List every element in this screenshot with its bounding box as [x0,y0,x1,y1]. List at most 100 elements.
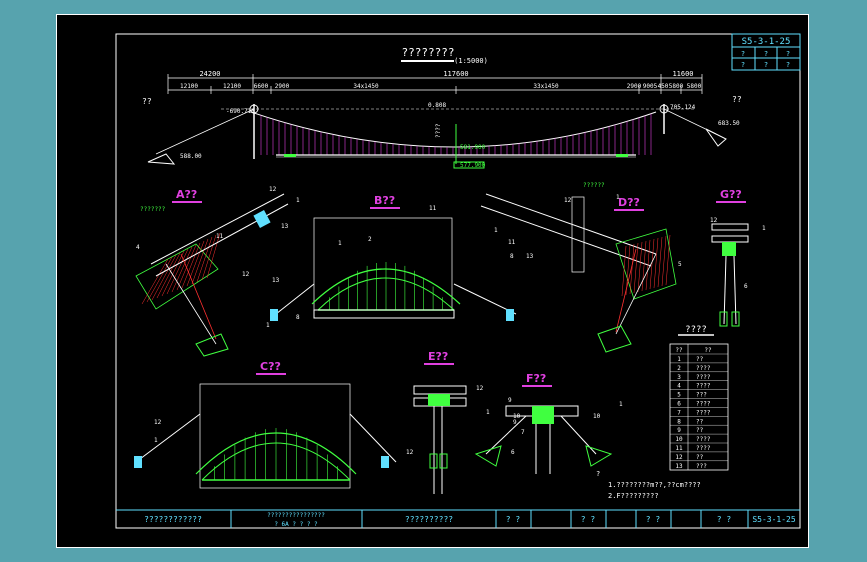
detail-b-title: B?? [374,194,395,207]
left-tag: ?? [142,97,152,106]
detail-a-title: A?? [176,188,197,201]
callout-number: 12 [269,186,277,193]
mid-note: ???? [435,123,442,138]
callout-number: 4 [136,244,140,251]
drawing-title: ???????? [402,46,455,59]
callout-number: 1 [494,227,498,234]
legend-table: ???? ?? ?? 1??2????3????4????5???6????7?… [669,325,729,471]
dim-sub: 5800 [669,83,684,90]
callout-number: 12 [476,385,484,392]
stamp-cell: ? [786,61,790,69]
stamp-cell: ? [741,61,745,69]
callout-number: 12 [564,197,572,204]
callout-number: 10 [593,413,601,420]
titleblock-cell: ???????????? [144,515,202,524]
callout-number: 13 [526,253,534,260]
callout-number: 1 [619,401,623,408]
callout-number: 9 [513,419,517,426]
right-tag: ?? [732,95,742,104]
callout-number: 6 [744,283,748,290]
dimension-lines [167,74,703,94]
dim-sub: 12100 [180,83,198,90]
legend-row-name: ???? [696,374,711,381]
legend-row-name: ???? [696,383,711,390]
legend-row-name: ?? [696,427,704,434]
detail-d [480,193,677,353]
dim-sub: 2900 [627,83,642,90]
titleblock-cell: ? ? [506,515,521,524]
callout-number: 11 [216,233,224,240]
stamp-cell: ? [741,50,745,58]
callout-number: 13 [272,277,280,284]
callout-number: 7 [521,429,525,436]
dim-sub: 6600 [254,83,269,90]
callout-number: 1 [338,240,342,247]
outer-frame [56,14,809,548]
legend-row-name: ???? [696,365,711,372]
legend-row-name: ???? [696,445,711,452]
titleblock-cell: ? ? [646,515,661,524]
legend-header: ?? [704,347,712,354]
legend-row-name: ???? [696,401,711,408]
callout-number: 13 [281,223,289,230]
dim-sub: 34x1450 [353,83,379,90]
elev-low1: 581.900 [460,144,486,151]
callout-number: 12 [242,271,250,278]
detail-e [413,385,467,494]
detail-g [711,223,749,327]
legend-row-no: 10 [675,436,683,443]
detail-g-title: G?? [720,188,742,201]
callout-number: 1 [296,197,300,204]
stamp-cell: ? [764,61,768,69]
callout-number: 5 [678,261,682,268]
elev-left: -690.710 [226,108,255,115]
detail-a-note: ??????? [140,206,166,213]
titleblock-cell: ? ? [717,515,732,524]
detail-a [135,193,289,357]
detail-e-title: E?? [428,350,448,363]
legend-row-no: 8 [677,418,681,425]
legend-row-no: 12 [675,454,683,461]
legend-row-name: ?? [696,418,704,425]
legend-row-name: ??? [696,392,707,399]
titleblock-code: S5-3-1-25 [752,515,796,524]
notes-line: 1.????????m??,??cm???? [608,481,701,489]
titleblock-cell: ? ? [581,515,596,524]
legend-row-no: 11 [675,445,683,452]
callout-number: 1 [154,437,158,444]
titleblock-cell: ?????????? [405,515,453,524]
detail-d-title: D?? [618,196,640,209]
callout-number: 12 [406,449,414,456]
callout-number: 1 [616,194,620,201]
legend-row-name: ?? [696,454,704,461]
dim-sub: 5800 [687,83,702,90]
callout-number: 10 [513,413,521,420]
legend-row-name: ???? [696,436,711,443]
legend-row-no: 7 [677,409,681,416]
legend-row-no: 5 [677,392,681,399]
callout-number: 2 [368,236,372,243]
detail-d-note: ?????? [583,182,605,189]
elev-right-base: 683.50 [718,120,740,127]
callout-number: 1 [762,225,766,232]
dim-sub: 450 [658,83,669,90]
callout-number: 11 [429,205,437,212]
stamp-cell: ? [786,50,790,58]
elev-low2: 577.900 [460,162,486,169]
legend-row-no: 1 [677,356,681,363]
detail-c [134,383,397,489]
dim-sub: 9005 [643,83,658,90]
legend-row-name: ?? [696,356,704,363]
callout-number: 8 [510,253,514,260]
callout-number: 9 [508,397,512,404]
bridge-drawing: ???????? (1:5000) S5-3-1-25 ? ? ? ? ? ? … [56,14,809,548]
bridge-elevation [147,104,727,169]
dim-sub: 2900 [275,83,290,90]
legend-row-no: 3 [677,374,681,381]
stamp-code: S5-3-1-25 [742,37,791,47]
legend-row-no: 9 [677,427,681,434]
elev-mid: 0.808 [428,102,446,109]
legend-row-no: 2 [677,365,681,372]
detail-b [270,217,517,321]
